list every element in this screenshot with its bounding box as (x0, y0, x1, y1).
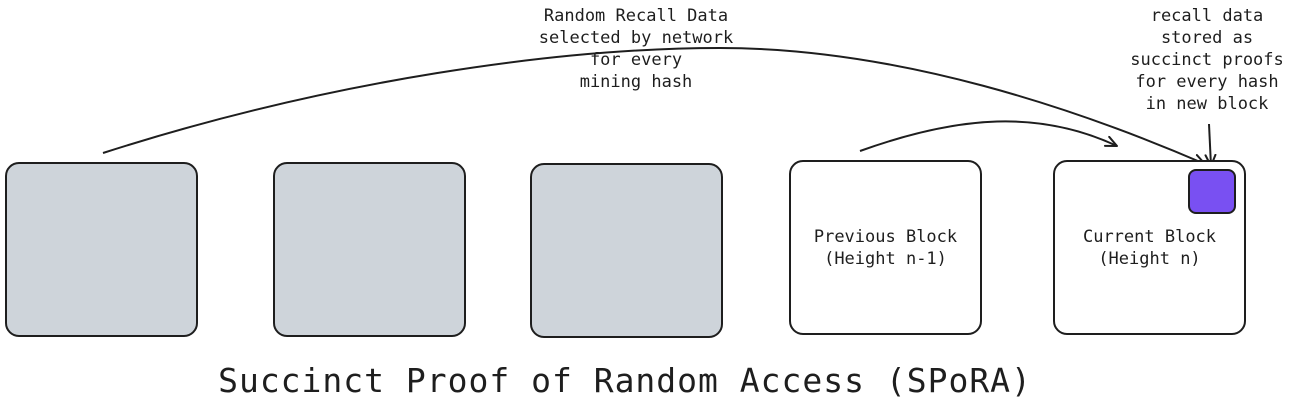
recall-proofs-line-5: in new block (1145, 94, 1269, 114)
previous-block: Previous Block (Height n-1) (789, 160, 982, 335)
random-recall-line-1: Random Recall Data (543, 6, 729, 26)
chain-block-1 (5, 162, 198, 337)
current-block-title: Current Block (1082, 226, 1217, 247)
recall-proofs-line-1: recall data (1150, 6, 1264, 26)
previous-block-title: Previous Block (813, 226, 958, 247)
recall-proofs-line-4: for every hash (1135, 72, 1279, 92)
current-block-label: Current Block (Height n) (1083, 226, 1216, 270)
chain-block-2 (273, 162, 466, 337)
current-block-height: (Height n) (1098, 248, 1201, 269)
chain-block-3 (530, 163, 723, 338)
proof-pointer-arrow (1204, 123, 1217, 167)
recall-proofs-line-2: stored as (1160, 28, 1254, 48)
random-recall-line-4: mining hash (579, 72, 693, 92)
random-recall-line-3: for every (589, 50, 683, 70)
recall-proofs-annotation: recall data stored as succinct proofs fo… (1122, 5, 1292, 115)
diagram-title: Succinct Proof of Random Access (SPoRA) (218, 361, 1032, 400)
recall-data-chunk (1188, 169, 1236, 214)
random-recall-line-2: selected by network (538, 28, 734, 48)
random-recall-annotation: Random Recall Data selected by network f… (526, 5, 746, 93)
chain-link-arrow (859, 120, 1118, 152)
recall-proofs-line-3: succinct proofs (1130, 50, 1284, 70)
previous-block-label: Previous Block (Height n-1) (814, 226, 957, 270)
random-recall-arrow (102, 46, 1206, 166)
previous-block-height: (Height n-1) (824, 248, 947, 269)
